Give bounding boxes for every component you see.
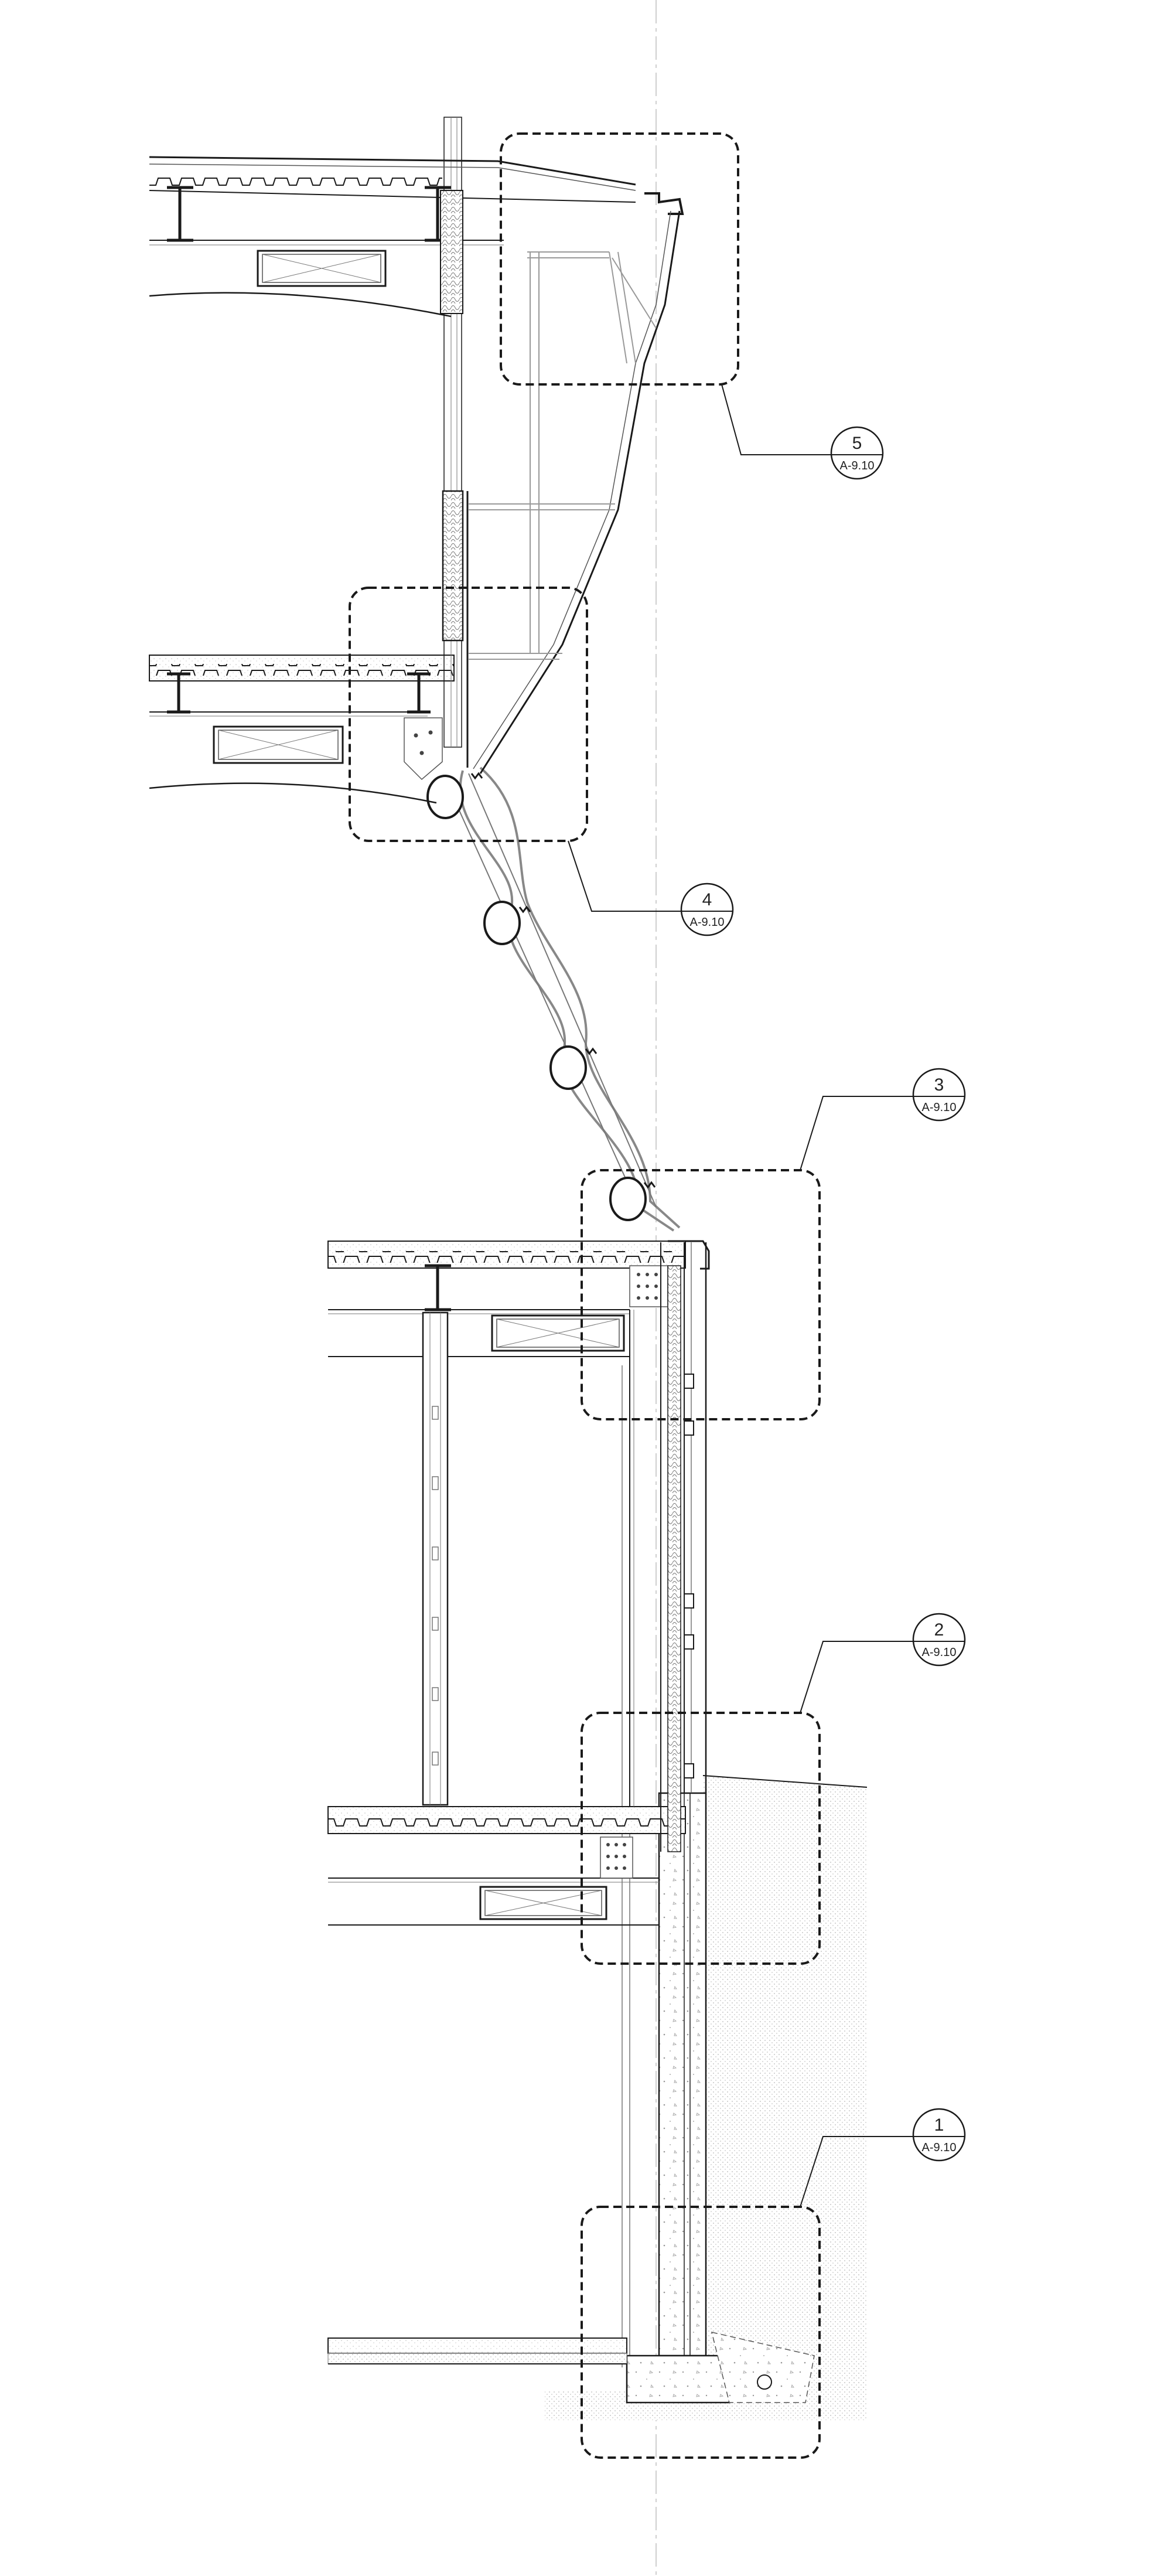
detail-boundary-2 xyxy=(581,1712,821,1965)
callout-tag-3: 3 A-9.10 xyxy=(912,1068,966,1122)
wall-insulation xyxy=(667,1265,681,1852)
detail-boundary-3 xyxy=(581,1169,821,1420)
callout-tag-5: 5 A-9.10 xyxy=(830,426,884,480)
callout-number-4: 4 xyxy=(702,890,712,909)
truss-assembly xyxy=(426,766,681,1232)
i-beam-roof-1 xyxy=(167,186,193,242)
footing xyxy=(626,2354,730,2404)
foundation-wall xyxy=(658,1792,707,2357)
callout-sheet-5: A-9.10 xyxy=(840,459,875,472)
truss-node-4 xyxy=(609,1177,647,1221)
upper-floor-assembly xyxy=(149,117,469,804)
truss-node-1 xyxy=(426,775,464,819)
callout-tag-4: 4 A-9.10 xyxy=(680,882,734,936)
callout-sheet-1: A-9.10 xyxy=(922,2141,957,2154)
drain-pipe xyxy=(757,2374,772,2390)
callout-tag-1: 1 A-9.10 xyxy=(912,2108,966,2162)
i-beam-middle xyxy=(425,1264,451,1311)
callout-number-2: 2 xyxy=(934,1620,944,1640)
callout-number-3: 3 xyxy=(934,1075,944,1095)
roof-assembly xyxy=(149,156,684,774)
truss-node-2 xyxy=(483,901,521,945)
callout-sheet-2: A-9.10 xyxy=(922,1646,957,1659)
detail-boundary-4 xyxy=(349,587,588,842)
callout-number-5: 5 xyxy=(852,434,862,453)
roof-insulation xyxy=(440,190,463,314)
i-beam-upper-1 xyxy=(167,672,190,714)
interior-column xyxy=(422,1311,449,1806)
roof-membrane xyxy=(149,156,636,186)
middle-floor-assembly xyxy=(327,1241,686,1807)
spandrel-insulation xyxy=(442,490,464,642)
drain-gravel xyxy=(711,2331,815,2403)
callout-boundaries xyxy=(349,132,821,2459)
callout-tag-2: 2 A-9.10 xyxy=(912,1613,966,1667)
facade-outer xyxy=(479,210,681,774)
roof-gutter xyxy=(644,192,684,215)
hanger-plate-upper xyxy=(404,717,443,781)
lower-floor-assembly xyxy=(327,1806,686,1926)
detail-boundary-1 xyxy=(581,2206,821,2459)
callout-number-1: 1 xyxy=(934,2115,944,2135)
exterior-wall-assembly xyxy=(660,1240,710,1852)
i-beam-upper-2 xyxy=(407,672,431,714)
foundation-assembly xyxy=(327,1365,868,2420)
callout-sheet-3: A-9.10 xyxy=(922,1101,957,1114)
callout-leaders xyxy=(568,384,913,2207)
truss-node-3 xyxy=(549,1045,587,1090)
window-mullion xyxy=(443,117,462,748)
callout-sheet-4: A-9.10 xyxy=(690,916,725,929)
detail-boundary-5 xyxy=(500,132,739,386)
parapet-cap xyxy=(668,1240,710,1270)
